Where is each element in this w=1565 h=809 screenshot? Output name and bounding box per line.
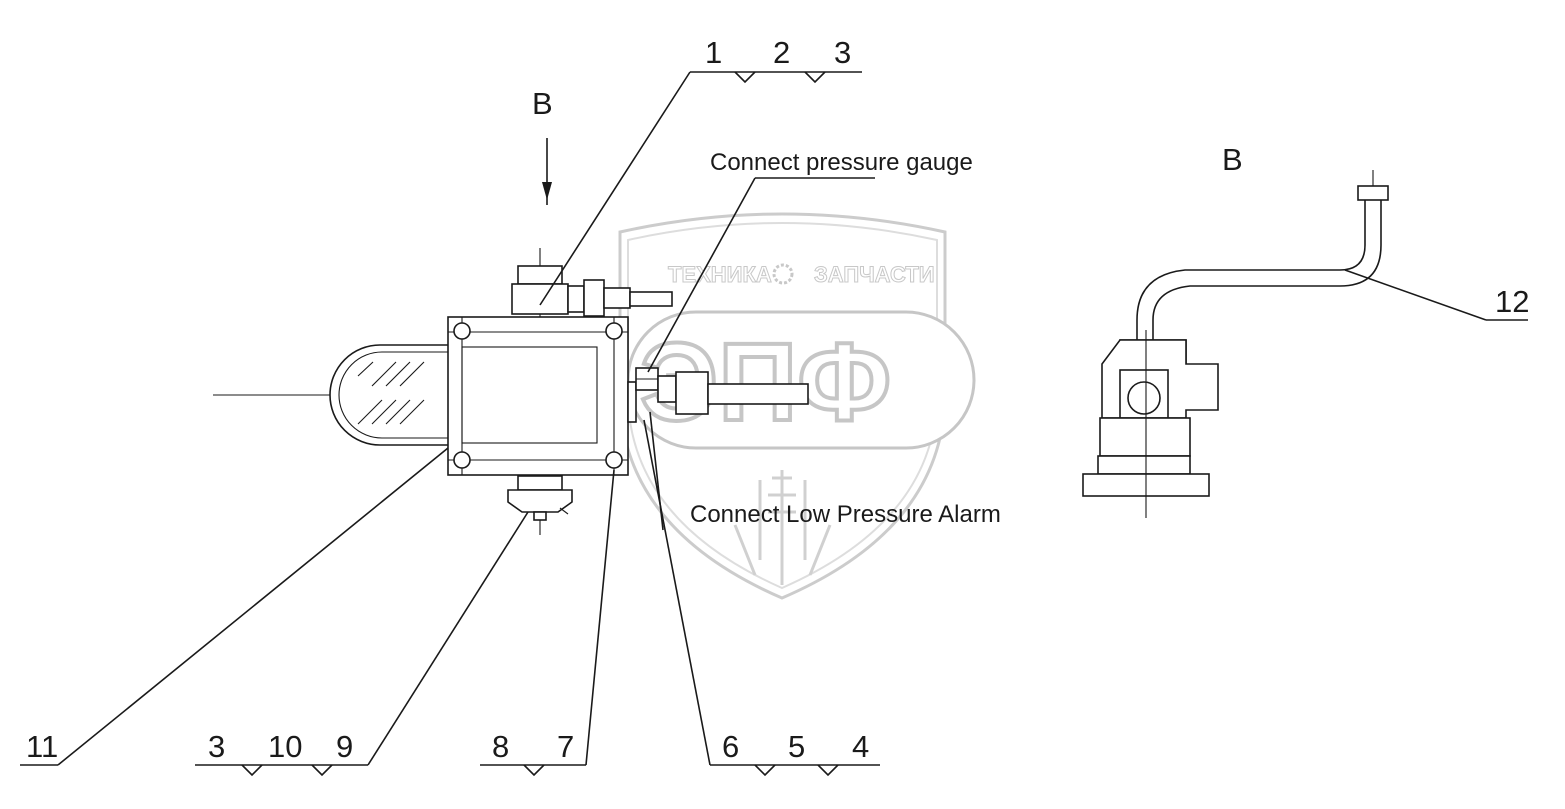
note-pressure-gauge-text: Connect pressure gauge (710, 149, 973, 176)
sensor-fitting (627, 367, 809, 423)
callout-bottom-group-c: 6 5 4 (643, 419, 880, 777)
gear-icon (772, 263, 794, 285)
watermark-word-right: ЗАПЧАСТИ (814, 262, 935, 287)
callout-12: 12 (1344, 269, 1529, 321)
callout-7: 7 (557, 729, 574, 764)
wheat-icon (733, 470, 832, 585)
callout-2: 2 (773, 35, 790, 70)
bolt (605, 451, 623, 469)
view-arrow: B (532, 86, 553, 205)
valve-nut (1127, 381, 1161, 415)
callout-3: 3 (834, 35, 851, 70)
callout-top-group: 1 2 3 (539, 35, 862, 306)
detail-view-b: B (1082, 142, 1389, 518)
note-pressure-gauge: Connect pressure gauge (647, 149, 973, 373)
filter-body (447, 316, 629, 476)
callout-3b: 3 (208, 729, 225, 764)
bolt (453, 322, 471, 340)
filter-assembly (213, 248, 809, 535)
bolt (453, 451, 471, 469)
top-fitting (511, 265, 673, 317)
hose-hatch (357, 361, 425, 425)
callout-bottom-group-b: 8 7 (480, 469, 615, 777)
callout-10: 10 (268, 729, 302, 764)
view-arrow-label: B (532, 86, 553, 121)
callout-4: 4 (852, 729, 869, 764)
bottom-fitting (507, 475, 573, 521)
callout-5: 5 (788, 729, 805, 764)
watermark: ТЕХНИКА ЗАПЧАСТИ ЭПФ (618, 212, 976, 600)
watermark-word-left: ТЕХНИКА (668, 262, 772, 287)
callout-8: 8 (492, 729, 509, 764)
callout-6: 6 (722, 729, 739, 764)
bolt (605, 322, 623, 340)
detail-label: B (1222, 142, 1243, 177)
note-low-pressure-alarm-text: Connect Low Pressure Alarm (690, 501, 1001, 528)
callout-9: 9 (336, 729, 353, 764)
callout-12-text: 12 (1495, 284, 1529, 319)
callout-11: 11 (20, 447, 449, 766)
callout-bottom-group-a: 3 10 9 (195, 511, 529, 777)
callout-11-text: 11 (26, 729, 58, 764)
callout-1: 1 (705, 35, 722, 70)
note-low-pressure-alarm: Connect Low Pressure Alarm (649, 411, 1001, 531)
